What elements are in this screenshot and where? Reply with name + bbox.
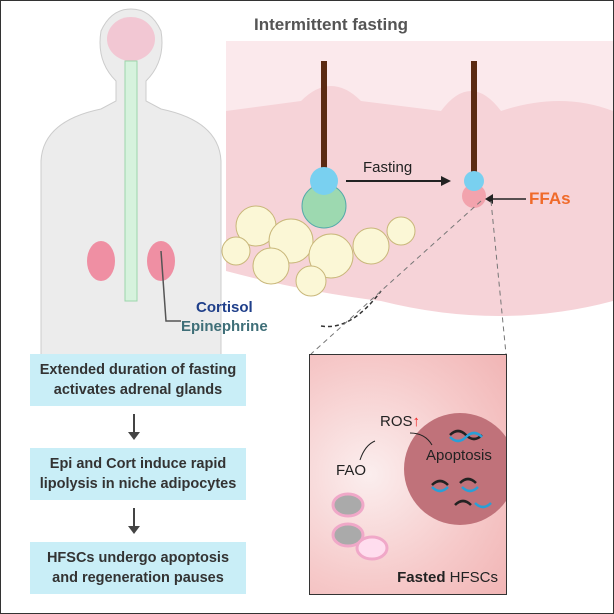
- dna-fragments-icon: [431, 429, 492, 509]
- mitochondria-icon: [331, 492, 389, 561]
- down-arrow-icon: [128, 508, 140, 534]
- inset-caption: Fasted HFSCs: [397, 569, 498, 586]
- step-box-3: HFSCs undergo apoptosis and regeneration…: [30, 542, 246, 594]
- step-1-line-2: activates adrenal glands: [53, 382, 223, 398]
- step-2-line-2: lipolysis in niche adipocytes: [39, 476, 237, 492]
- step-3-line-1: HFSCs undergo apoptosis: [46, 550, 230, 566]
- step-2-line-1: Epi and Cort induce rapid: [49, 456, 227, 472]
- ros-label: ROS↑: [380, 413, 421, 430]
- step-1-line-1: Extended duration of fasting: [39, 362, 237, 378]
- epinephrine-label: Epinephrine: [181, 318, 268, 335]
- cell-illustration: [331, 413, 506, 561]
- human-body-icon: [40, 8, 222, 362]
- step-3-line-2: and regeneration pauses: [52, 570, 224, 586]
- fao-label: FAO: [336, 462, 367, 479]
- fasting-label: Fasting: [363, 159, 413, 176]
- down-arrow-icon: [128, 414, 140, 440]
- skin-section-icon: [221, 41, 613, 355]
- step-box-1: Extended duration of fasting activates a…: [30, 354, 246, 406]
- step-box-2: Epi and Cort induce rapid lipolysis in n…: [30, 448, 246, 500]
- apoptosis-label: Apoptosis: [426, 447, 492, 464]
- cortisol-label: Cortisol: [196, 299, 253, 316]
- ffas-label: FFAs: [529, 189, 571, 208]
- title: Intermittent fasting: [254, 15, 408, 34]
- fasted-hfsc-inset: ROS↑ FAO Apoptosis Fasted HFSCs: [309, 354, 507, 595]
